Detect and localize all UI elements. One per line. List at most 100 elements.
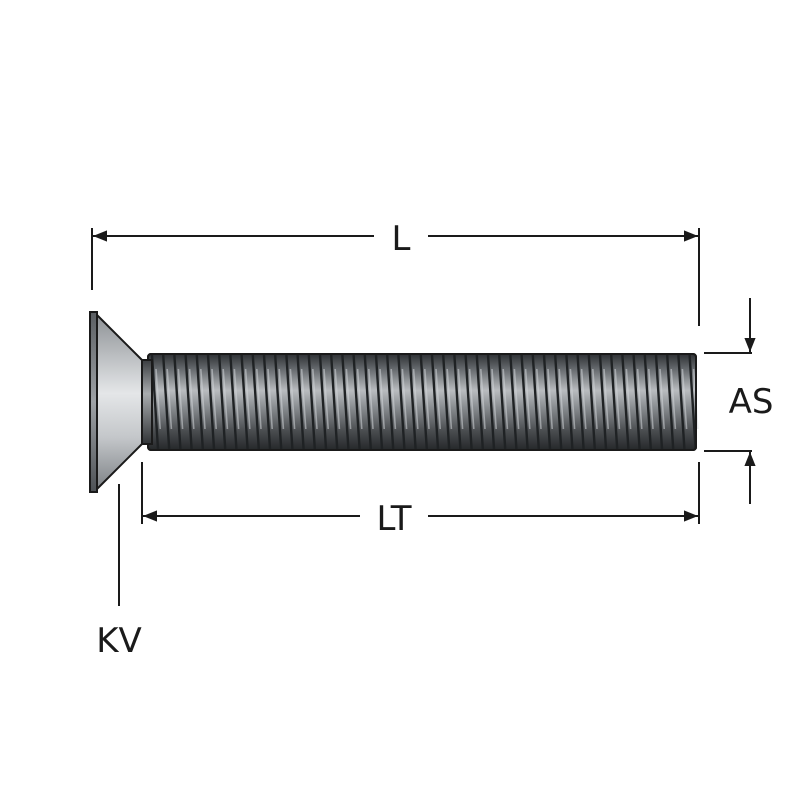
- countersunk-head: [95, 313, 143, 491]
- thread-ridge: [341, 354, 350, 450]
- thread-highlight: [681, 368, 688, 430]
- thread-highlight: [424, 368, 430, 430]
- thread-ridge: [285, 354, 294, 450]
- thread-ridge: [442, 354, 451, 450]
- thread-highlight: [379, 368, 385, 430]
- thread-highlight: [211, 368, 217, 430]
- thread-ridge: [419, 354, 428, 450]
- thread-highlight: [222, 368, 229, 430]
- label-as: AS: [729, 382, 774, 422]
- thread-highlight: [580, 368, 587, 430]
- thread-ridge: [307, 354, 316, 450]
- thread-ridge: [430, 354, 440, 450]
- thread-ridge: [408, 354, 417, 450]
- thread-ridge: [397, 354, 406, 450]
- threaded-shank: [147, 353, 699, 451]
- thread-ridge: [610, 354, 619, 450]
- thread-ridge: [330, 354, 339, 450]
- thread-highlight: [457, 368, 464, 430]
- thread-ridge: [251, 354, 260, 450]
- thread-ridge: [229, 354, 238, 450]
- thread-highlight: [491, 368, 497, 430]
- thread-ridge: [352, 354, 361, 450]
- thread-highlight: [547, 368, 553, 430]
- thread-ridge: [453, 354, 462, 450]
- thread-ridge: [643, 354, 652, 450]
- thread-highlight: [558, 368, 565, 430]
- thread-ridge: [240, 354, 249, 450]
- thread-ridge: [318, 354, 328, 450]
- thread-highlight: [513, 368, 520, 430]
- thread-highlight: [368, 368, 374, 430]
- thread-ridge: [654, 354, 664, 450]
- thread-ridge: [184, 354, 193, 450]
- thread-highlight: [625, 368, 632, 430]
- thread-ridge: [632, 354, 641, 450]
- thread-ridge: [554, 354, 563, 450]
- thread-highlight: [200, 368, 206, 430]
- thread-ridge: [274, 354, 283, 450]
- thread-highlight: [289, 368, 296, 430]
- thread-ridge: [262, 354, 272, 450]
- thread-highlight: [356, 368, 363, 430]
- thread-highlight: [670, 368, 677, 430]
- thread-highlight: [648, 368, 654, 430]
- thread-highlight: [435, 368, 441, 430]
- thread-highlight: [267, 368, 273, 430]
- dimension-l: L: [91, 219, 700, 326]
- thread-ridge: [688, 354, 697, 450]
- dimension-kv: KV: [96, 484, 142, 661]
- thread-ridge: [374, 354, 384, 450]
- thread-highlight: [480, 368, 486, 430]
- thread-ridge: [363, 354, 372, 450]
- thread-highlight: [536, 368, 542, 430]
- thread-highlight: [659, 368, 665, 430]
- label-lt: LT: [376, 499, 411, 539]
- thread-ridge: [542, 354, 552, 450]
- thread-ridge: [565, 354, 574, 450]
- head-face: [89, 311, 98, 493]
- thread-ridge: [587, 354, 596, 450]
- thread-ridge: [576, 354, 585, 450]
- thread-highlight: [592, 368, 598, 430]
- thread-ridge: [520, 354, 529, 450]
- screw: [89, 311, 699, 493]
- thread-ridge: [195, 354, 204, 450]
- thread-highlight: [244, 368, 251, 430]
- thread-highlight: [603, 368, 609, 430]
- thread-highlight: [502, 368, 509, 430]
- thread-highlight: [312, 368, 318, 430]
- thread-ridge: [677, 354, 686, 450]
- thread-highlight: [166, 368, 173, 430]
- dimension-as: AS: [704, 298, 773, 504]
- thread-ridge: [486, 354, 496, 450]
- label-l: L: [392, 219, 411, 259]
- thread-ridge: [475, 354, 484, 450]
- thread-highlight: [412, 368, 419, 430]
- thread-highlight: [323, 368, 329, 430]
- thread-ridge: [621, 354, 630, 450]
- thread-highlight: [155, 368, 161, 430]
- thread-ridge: [666, 354, 675, 450]
- thread-ridge: [509, 354, 518, 450]
- thread-highlight: [569, 368, 576, 430]
- dimension-lt: LT: [141, 462, 700, 539]
- thread-ridge: [386, 354, 395, 450]
- thread-highlight: [233, 368, 240, 430]
- thread-highlight: [614, 368, 621, 430]
- thread-ridge: [206, 354, 216, 450]
- thread-highlight: [177, 368, 184, 430]
- thread-highlight: [256, 368, 262, 430]
- thread-ridge: [498, 354, 507, 450]
- thread-highlight: [446, 368, 453, 430]
- thread-ridge: [218, 354, 227, 450]
- thread-ridge: [173, 354, 182, 450]
- thread-highlight: [334, 368, 341, 430]
- thread-highlight: [390, 368, 397, 430]
- thread-highlight: [345, 368, 352, 430]
- thread-ridge: [162, 354, 171, 450]
- thread-ridge: [598, 354, 608, 450]
- thread-highlight: [300, 368, 307, 430]
- thread-ridges: [150, 354, 699, 450]
